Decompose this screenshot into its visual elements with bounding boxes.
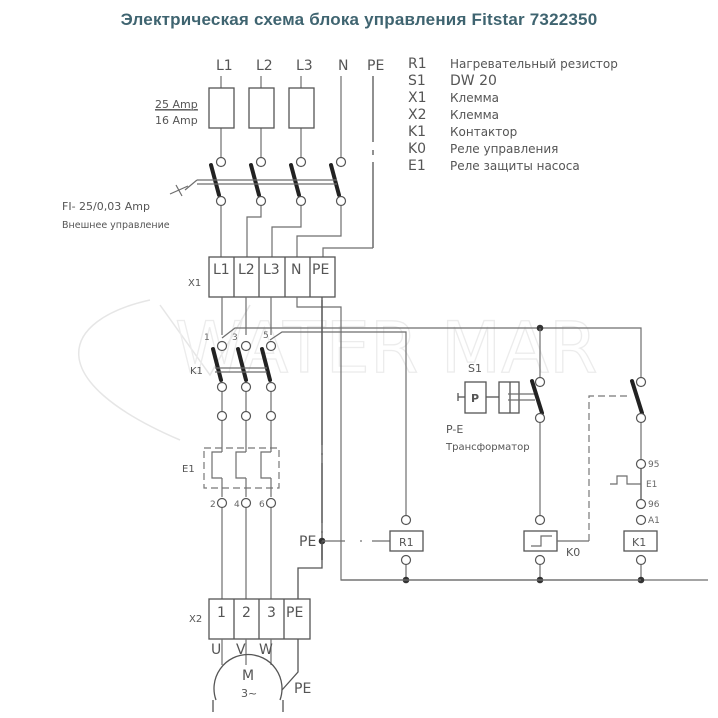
legend-code-x2: X2 [408, 107, 427, 123]
k1-pin-1: 1 [204, 333, 210, 343]
legend-code-r1: R1 [408, 56, 427, 72]
k1-coil-pin-96: 96 [648, 500, 660, 510]
legend-text-s1: DW 20 [450, 73, 497, 89]
supply-labels: L1 L2 L3 N PE [216, 58, 384, 74]
e1-pin-6: 6 [259, 500, 265, 510]
rcd-switch [169, 156, 347, 207]
s1-note: Трансформатор [445, 442, 530, 453]
k0-label: K0 [566, 546, 580, 559]
legend-text-k0: Реле управления [450, 142, 558, 156]
x1-label: X1 [188, 278, 201, 289]
legend-code-x1: X1 [408, 90, 427, 106]
pe-mid-label: PE [299, 534, 316, 550]
x2-cell-pe: PE [286, 605, 303, 621]
k1-coil-e1: E1 [646, 480, 657, 490]
k1-coil-label: K1 [632, 536, 646, 549]
k1-coil-pin-95: 95 [648, 460, 659, 470]
pressure-switch-s1: S1 P P-E Трансформатор [445, 362, 546, 453]
supply-label-l1: L1 [216, 58, 233, 74]
x1-cell-l2: L2 [238, 262, 255, 278]
e1-pin-4: 4 [234, 500, 240, 510]
legend-code-e1: E1 [408, 158, 426, 174]
k1-pin-5: 5 [263, 331, 269, 341]
x2-cell-1: 1 [217, 605, 226, 621]
r1-label: R1 [399, 536, 414, 549]
legend-code-k0: K0 [408, 141, 426, 157]
s1-box-label: P [471, 392, 479, 405]
legend: R1 Нагревательный резистор S1 DW 20 X1 К… [408, 56, 618, 174]
x2-cell-3: 3 [267, 605, 276, 621]
x1-cell-n: N [291, 262, 301, 278]
k1-coil-pin-a1: A1 [648, 516, 660, 526]
motor-sub: 3~ [241, 687, 257, 700]
s1-sub: P-E [446, 423, 463, 436]
watermark: WATER MAR [78, 299, 598, 441]
legend-text-x1: Клемма [450, 91, 499, 105]
legend-code-k1: K1 [408, 124, 426, 140]
e1-label: E1 [182, 464, 195, 475]
supply-label-l2: L2 [256, 58, 273, 74]
motor-m: M 3~ PE [212, 639, 311, 712]
supply-label-n: N [338, 58, 348, 74]
motor-label: M [242, 668, 254, 684]
k1-label: K1 [190, 366, 203, 377]
contactor-k1: 1 3 5 [204, 331, 277, 393]
s1-label: S1 [468, 362, 482, 375]
fuse-rating-top: 25 Amp [155, 98, 198, 111]
x1-cell-l1: L1 [213, 262, 230, 278]
x2-cell-2: 2 [242, 605, 251, 621]
phase-v: V [236, 642, 246, 658]
fuse-l3 [288, 87, 315, 129]
x1-cell-pe: PE [312, 262, 329, 278]
e1-pin-2: 2 [210, 500, 216, 510]
terminal-block-x1: L1 L2 L3 N PE [208, 256, 336, 298]
legend-text-k1: Контактор [450, 125, 517, 139]
legend-text-x2: Клемма [450, 108, 499, 122]
phase-u: U [211, 642, 221, 658]
rcd-label: FI- 25/0,03 Amp [62, 200, 150, 213]
k1-coil-circuit: 95 E1 96 A1 K1 [610, 376, 660, 584]
motor-pe: PE [294, 681, 311, 697]
fuse-l2 [248, 87, 275, 129]
supply-label-pe: PE [367, 58, 384, 74]
k1-pin-3: 3 [232, 333, 238, 343]
heater-r1: R1 [389, 514, 424, 584]
x1-cell-l3: L3 [263, 262, 280, 278]
fuse-rating-bottom: 16 Amp [155, 114, 198, 127]
supply-label-l3: L3 [296, 58, 313, 74]
x2-label: X2 [189, 614, 202, 625]
legend-text-e1: Реле защиты насоса [450, 159, 580, 173]
terminal-block-x2: 1 2 3 PE [208, 598, 311, 640]
fuse-l1 [208, 87, 235, 129]
phase-w: W [259, 642, 273, 658]
thermal-relay-e1: 2 4 6 [203, 421, 280, 510]
control-relay-k0: K0 [523, 395, 631, 584]
diagram-title: Электрическая схема блока управления Fit… [120, 10, 598, 29]
legend-text-r1: Нагревательный резистор [450, 57, 618, 71]
legend-code-s1: S1 [408, 73, 426, 89]
rcd-note: Внешнее управление [62, 220, 170, 231]
